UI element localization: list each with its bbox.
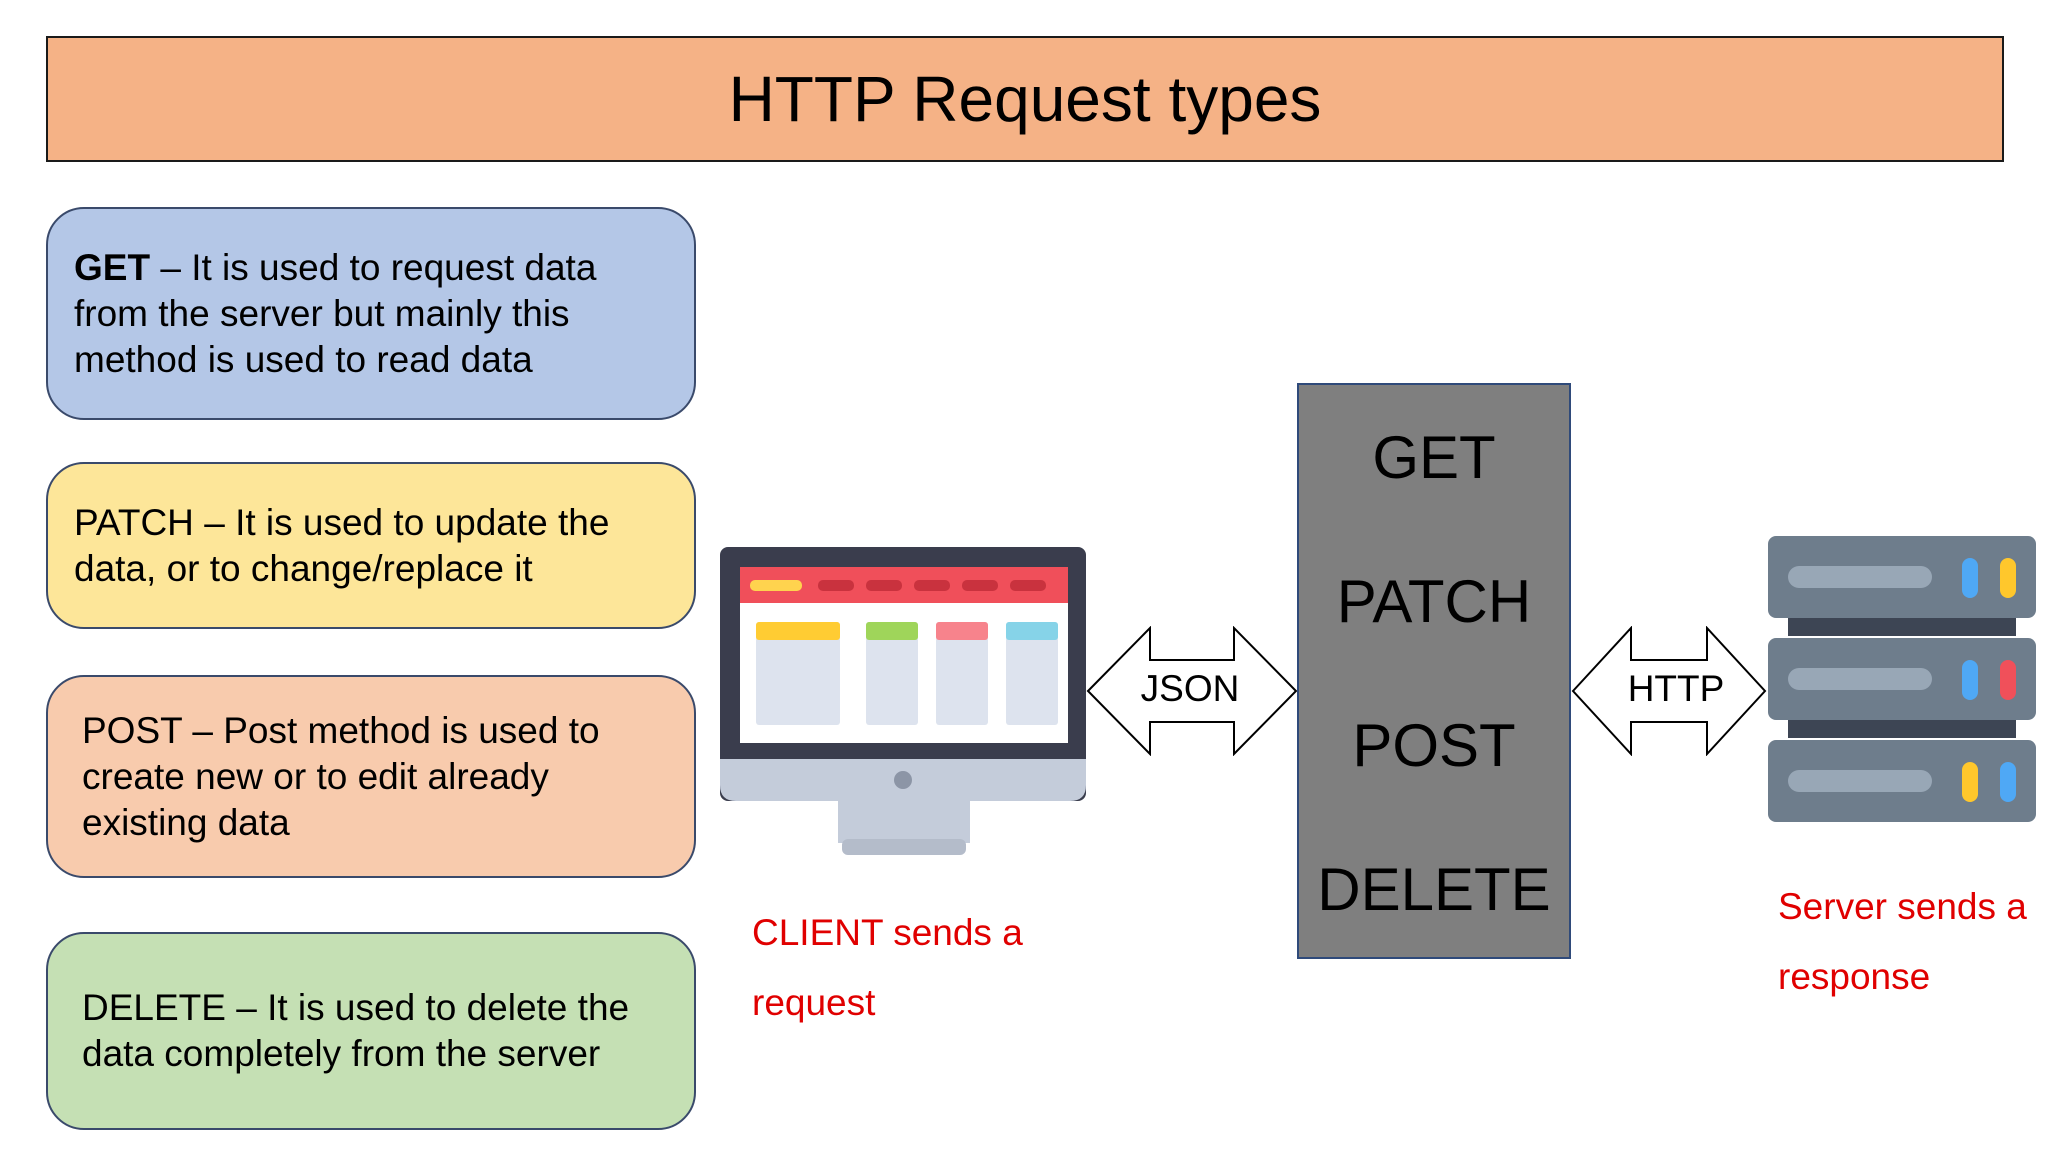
server-drive-slot [1788, 566, 1932, 588]
desktop-monitor-icon [720, 547, 1086, 855]
method-separator: – [193, 501, 236, 543]
method-separator: – [182, 709, 224, 751]
screen-nav-item [818, 580, 854, 591]
method-box-get: GET – It is used to request data from th… [46, 207, 696, 420]
server-led-blue [1962, 660, 1978, 700]
methods-panel: GET PATCH POST DELETE [1297, 383, 1571, 959]
json-arrow-shape [1086, 626, 1298, 756]
monitor-stand-neck [838, 795, 970, 843]
method-name-patch: PATCH [74, 501, 194, 543]
server-drive-slot [1788, 770, 1932, 792]
method-description-delete: DELETE – It is used to delete the data c… [82, 985, 668, 1077]
screen-card-top [1006, 622, 1058, 640]
server-led-red [2000, 660, 2016, 700]
panel-item-post: POST [1352, 712, 1516, 779]
screen-nav-item [962, 580, 998, 591]
json-arrow-label: JSON [1140, 668, 1240, 709]
method-separator: – [225, 987, 268, 1028]
method-description-post: POST – Post method is used to create new… [82, 708, 668, 846]
screen-card-top [756, 622, 840, 640]
client-caption: CLIENT sends a request [752, 912, 1023, 1023]
server-led-yellow [2000, 558, 2016, 598]
screen-nav-item [914, 580, 950, 591]
panel-item-delete: DELETE [1317, 856, 1551, 923]
method-box-post: POST – Post method is used to create new… [46, 675, 696, 878]
server-led-blue [2000, 762, 2016, 802]
method-description-patch: PATCH – It is used to update the data, o… [74, 500, 668, 592]
server-drive-slot [1788, 668, 1932, 690]
json-double-arrow [1086, 626, 1298, 756]
method-text-get: It is used to request data from the serv… [74, 246, 597, 380]
screen-card [866, 622, 918, 725]
screen-card [756, 622, 840, 725]
screen-card [936, 622, 988, 725]
screen-card-top [936, 622, 988, 640]
monitor-power-dot [894, 771, 912, 789]
page-title: HTTP Request types [728, 63, 1322, 135]
monitor-stand-base [842, 839, 966, 855]
panel-item-get: GET [1372, 424, 1496, 491]
http-arrow-shape [1571, 626, 1767, 756]
server-caption: Server sends a response [1778, 886, 2027, 997]
method-name-get: GET [74, 246, 151, 288]
server-led-blue [1962, 558, 1978, 598]
method-text-delete: It is used to delete the data completely… [82, 987, 630, 1074]
method-name-delete: DELETE [82, 987, 226, 1028]
title-banner: HTTP Request types [46, 36, 2004, 162]
method-box-patch: PATCH – It is used to update the data, o… [46, 462, 696, 629]
http-double-arrow [1571, 626, 1767, 756]
panel-item-patch: PATCH [1336, 568, 1532, 635]
screen-nav-item [1010, 580, 1046, 591]
method-text-post: Post method is used to create new or to … [82, 709, 600, 843]
method-description-get: GET – It is used to request data from th… [74, 245, 668, 383]
method-separator: – [150, 246, 192, 288]
screen-nav-item [866, 580, 902, 591]
screen-card [1006, 622, 1058, 725]
screen-card-top [866, 622, 918, 640]
server-led-yellow [1962, 762, 1978, 802]
server-rack-icon [1768, 536, 2036, 822]
http-arrow-label: HTTP [1627, 668, 1725, 709]
method-name-post: POST [82, 709, 183, 751]
method-box-delete: DELETE – It is used to delete the data c… [46, 932, 696, 1130]
method-text-patch: It is used to update the data, or to cha… [74, 501, 610, 589]
screen-header-logo [750, 580, 802, 591]
